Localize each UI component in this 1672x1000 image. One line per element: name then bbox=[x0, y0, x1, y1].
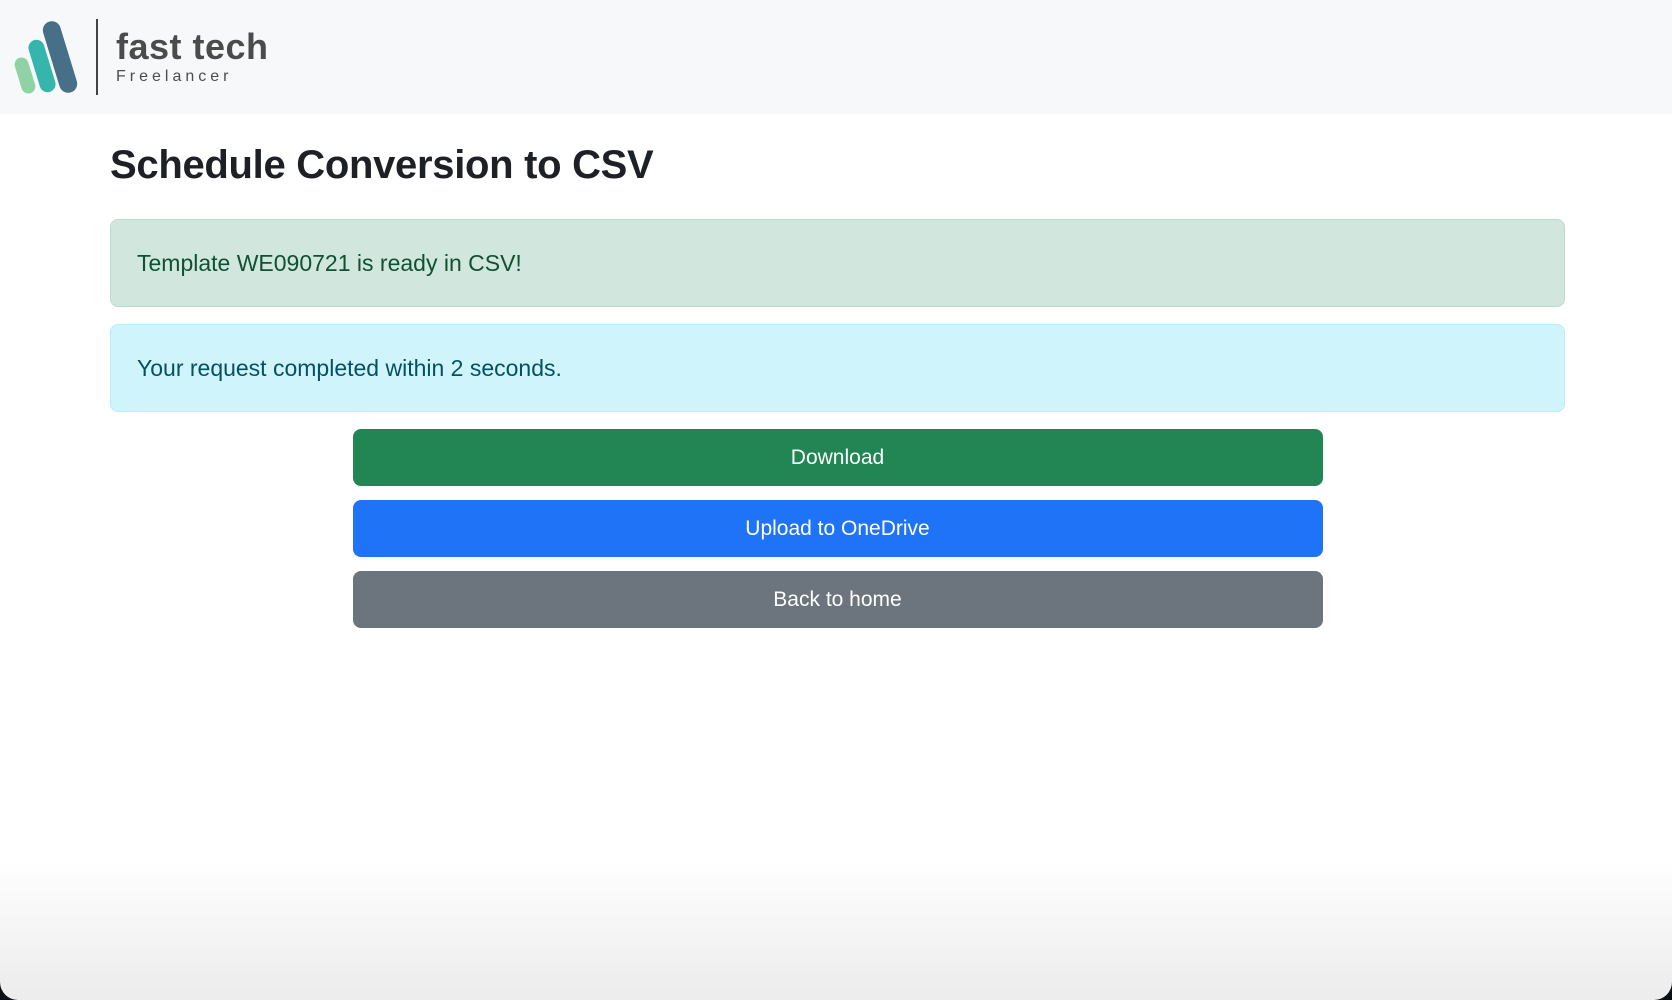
download-button[interactable]: Download bbox=[352, 429, 1323, 486]
brand-name: fast tech bbox=[116, 25, 269, 67]
brand-divider bbox=[96, 19, 98, 95]
navbar: fast tech Freelancer bbox=[0, 0, 1672, 114]
page-title: Schedule Conversion to CSV bbox=[110, 143, 654, 187]
brand-text: fast tech Freelancer bbox=[116, 25, 269, 87]
upload-onedrive-button[interactable]: Upload to OneDrive bbox=[352, 500, 1323, 557]
success-alert: Template WE090721 is ready in CSV! bbox=[110, 219, 1565, 307]
fast-tech-logo-icon bbox=[12, 18, 82, 96]
brand-logo[interactable]: fast tech Freelancer bbox=[12, 18, 269, 96]
info-alert: Your request completed within 2 seconds. bbox=[110, 324, 1565, 412]
back-home-button[interactable]: Back to home bbox=[352, 571, 1323, 628]
action-button-stack: Download Upload to OneDrive Back to home bbox=[352, 429, 1323, 628]
main-content: Schedule Conversion to CSV Template WE09… bbox=[0, 141, 1672, 628]
brand-tagline: Freelancer bbox=[116, 68, 233, 86]
